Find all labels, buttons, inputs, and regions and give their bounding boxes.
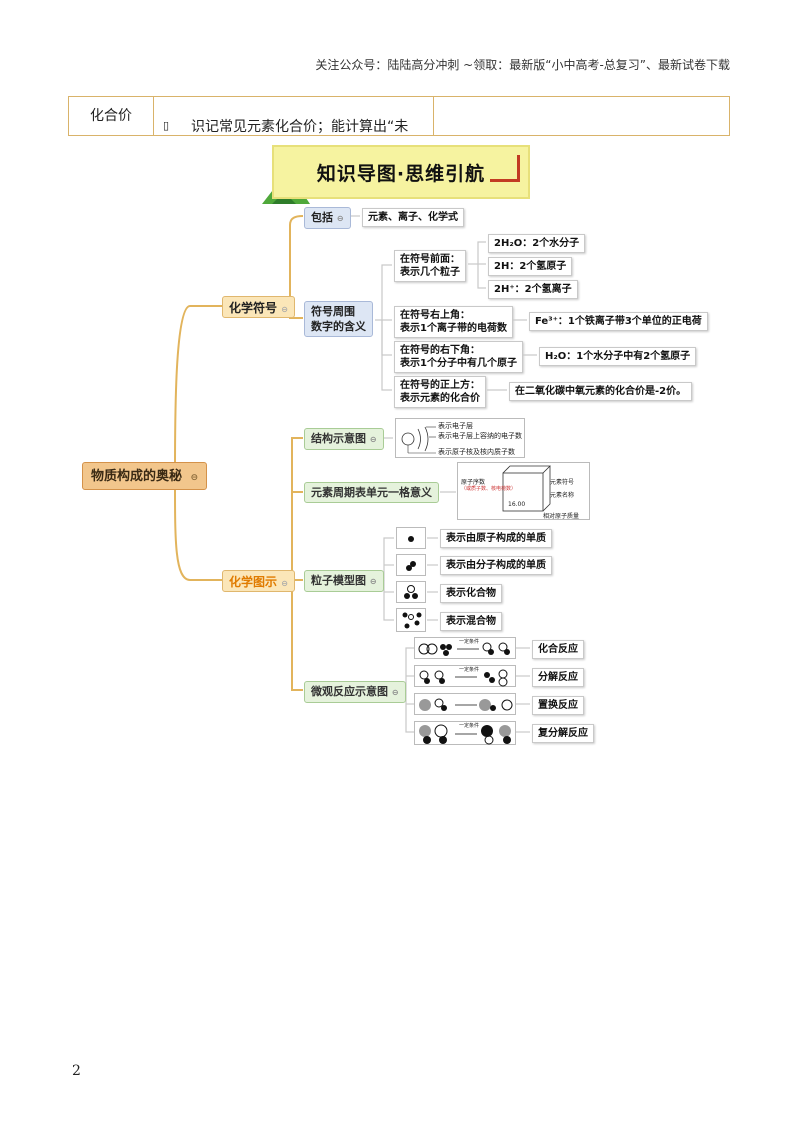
node-line2: 表示几个粒子: [400, 267, 460, 278]
model-molecule-element-figure: [406, 561, 416, 571]
leaf-reaction-4: 复分解反应: [532, 724, 594, 743]
leaf-upper-right: Fe³⁺：1个铁离子带3个单位的正电荷: [529, 312, 708, 331]
reaction-decomposition-figure: [419, 669, 508, 687]
banner-accent-underline: [490, 179, 520, 182]
banner-title: 知识导图·思维引航: [316, 163, 486, 185]
leaf-front-2: 2H：2个氢原子: [488, 257, 573, 276]
branch-label: 化学图示: [229, 575, 278, 589]
node-include: 包括 ⊖: [304, 207, 351, 229]
leaf-reaction-3: 置换反应: [532, 696, 584, 715]
collapse-icon[interactable]: ⊖: [281, 305, 288, 314]
node-line2: 表示1个离子带的电荷数: [400, 323, 507, 334]
node-line2: 表示1个分子中有几个原子: [400, 358, 517, 369]
table-content-text: 识记常见元素化合价；能计算出“未: [191, 119, 409, 135]
node-front: 在符号前面： 表示几个粒子: [394, 250, 466, 282]
leaf-reaction-2: 分解反应: [532, 668, 584, 687]
reaction-condition-label: 一定条件: [459, 639, 480, 645]
node-lower-right: 在符号的右下角： 表示1个分子中有几个原子: [394, 341, 523, 373]
node-label: 包括: [311, 211, 333, 224]
checkbox-icon: ▯: [163, 119, 170, 132]
node-label-line1: 符号周围: [311, 305, 355, 318]
node-line1: 在符号右上角：: [400, 310, 470, 321]
page-number: 2: [72, 1063, 81, 1079]
periodic-cell-image: 原子序数 （或质子数、核电荷数） 元素符号 元素名称 相对原子质量 16.00: [457, 462, 590, 520]
cell-label-name: 元素名称: [550, 492, 575, 499]
page-header: 关注公众号：陆陆高分冲刺 ~领取：最新版“小中高考-总复习”、最新试卷下载: [315, 58, 730, 72]
model-atom-element-figure: [408, 536, 414, 542]
table-content-cell: ▯ 识记常见元素化合价；能计算出“未: [153, 97, 434, 135]
mindmap-connectors: [174, 215, 537, 733]
reaction-double-decomposition-figure: [419, 724, 511, 745]
node-particle-model: 粒子模型图 ⊖: [304, 570, 384, 592]
root-label: 物质构成的奥秘: [91, 469, 183, 484]
atom-label-shell: 表示电子层: [438, 422, 473, 430]
leaf-lower-right: H₂O：1个水分子中有2个氢原子: [539, 347, 697, 366]
leaf-reaction-1: 化合反应: [532, 640, 584, 659]
table-label-cell: 化合价: [69, 97, 154, 135]
collapse-icon[interactable]: ⊖: [369, 577, 377, 586]
collapse-icon[interactable]: ⊖: [369, 435, 377, 444]
atom-label-electrons: 表示电子层上容纳的电子数: [438, 432, 522, 440]
collapse-icon[interactable]: ⊖: [391, 688, 399, 697]
atom-label-nucleus: 表示原子核及核内质子数: [438, 448, 515, 456]
cell-label-symbol: 元素符号: [550, 479, 575, 486]
model-atom-element-image: [396, 527, 426, 549]
model-compound-figure: [404, 585, 418, 599]
syllabus-table: 化合价 ▯ 识记常见元素化合价；能计算出“未: [68, 96, 730, 136]
periodic-cell-figure: [502, 465, 551, 512]
branch-chemical-symbol: 化学符号 ⊖: [222, 296, 295, 318]
leaf-front-3: 2H⁺：2个氢离子: [488, 280, 578, 299]
node-line1: 在符号的正上方：: [400, 380, 480, 391]
node-periodic-cell: 元素周期表单元一格意义: [304, 482, 439, 503]
node-label: 元素周期表单元一格意义: [311, 486, 432, 499]
atom-structure-figure: [401, 426, 436, 454]
model-compound-image: [396, 581, 426, 603]
node-line1: 在符号前面：: [400, 254, 460, 265]
node-label: 微观反应示意图: [311, 685, 388, 698]
reaction-decomposition-image: 一定条件: [414, 665, 516, 687]
collapse-icon[interactable]: ⊖: [190, 473, 199, 483]
reaction-displacement-image: [414, 693, 516, 715]
mindmap-root: 物质构成的奥秘 ⊖: [82, 462, 208, 490]
mindmap-banner: 知识导图·思维引航: [272, 145, 530, 199]
collapse-icon[interactable]: ⊖: [281, 579, 288, 588]
leaf-include: 元素、离子、化学式: [362, 208, 464, 227]
cell-label-mass: 相对原子质量: [543, 513, 580, 520]
cell-label-proton-note: （或质子数、核电荷数）: [461, 486, 517, 492]
node-micro-reaction: 微观反应示意图 ⊖: [304, 681, 406, 703]
collapse-icon[interactable]: ⊖: [336, 214, 344, 223]
reaction-condition-label: 一定条件: [459, 667, 480, 673]
branch-chemical-diagram: 化学图示 ⊖: [222, 570, 295, 592]
leaf-model-4: 表示混合物: [440, 612, 502, 631]
node-label: 粒子模型图: [311, 574, 366, 587]
node-label-line2: 数字的含义: [311, 320, 366, 333]
node-above: 在符号的正上方： 表示元素的化合价: [394, 376, 486, 408]
leaf-model-2: 表示由分子构成的单质: [440, 556, 552, 575]
leaf-model-1: 表示由原子构成的单质: [440, 529, 552, 548]
node-structure-diagram: 结构示意图 ⊖: [304, 428, 384, 450]
node-number-meaning: 符号周围 数字的含义: [304, 301, 373, 337]
leaf-model-3: 表示化合物: [440, 584, 502, 603]
model-mixture-image: [396, 608, 426, 632]
reaction-displacement-figure: [419, 698, 513, 711]
branch-label: 化学符号: [229, 301, 278, 315]
model-molecule-element-image: [396, 554, 426, 576]
cell-label-atomic-number: 原子序数: [461, 479, 486, 486]
node-upper-right: 在符号右上角： 表示1个离子带的电荷数: [394, 306, 513, 338]
reaction-combination-image: 一定条件: [414, 637, 516, 659]
node-line1: 在符号的右下角：: [400, 345, 480, 356]
node-label: 结构示意图: [311, 432, 366, 445]
cell-mass-value: 16.00: [508, 501, 526, 508]
reaction-condition-label: 一定条件: [459, 723, 480, 729]
atom-structure-image: 表示电子层 表示电子层上容纳的电子数 表示原子核及核内质子数: [395, 418, 525, 458]
leaf-front-1: 2H₂O：2个水分子: [488, 234, 586, 253]
reaction-double-decomposition-image: 一定条件: [414, 721, 516, 745]
node-line2: 表示元素的化合价: [400, 393, 480, 404]
banner-accent-bar: [517, 155, 520, 179]
leaf-above: 在二氧化碳中氧元素的化合价是-2价。: [509, 382, 693, 401]
model-mixture-figure: [402, 612, 422, 629]
reaction-combination-figure: [418, 642, 510, 656]
